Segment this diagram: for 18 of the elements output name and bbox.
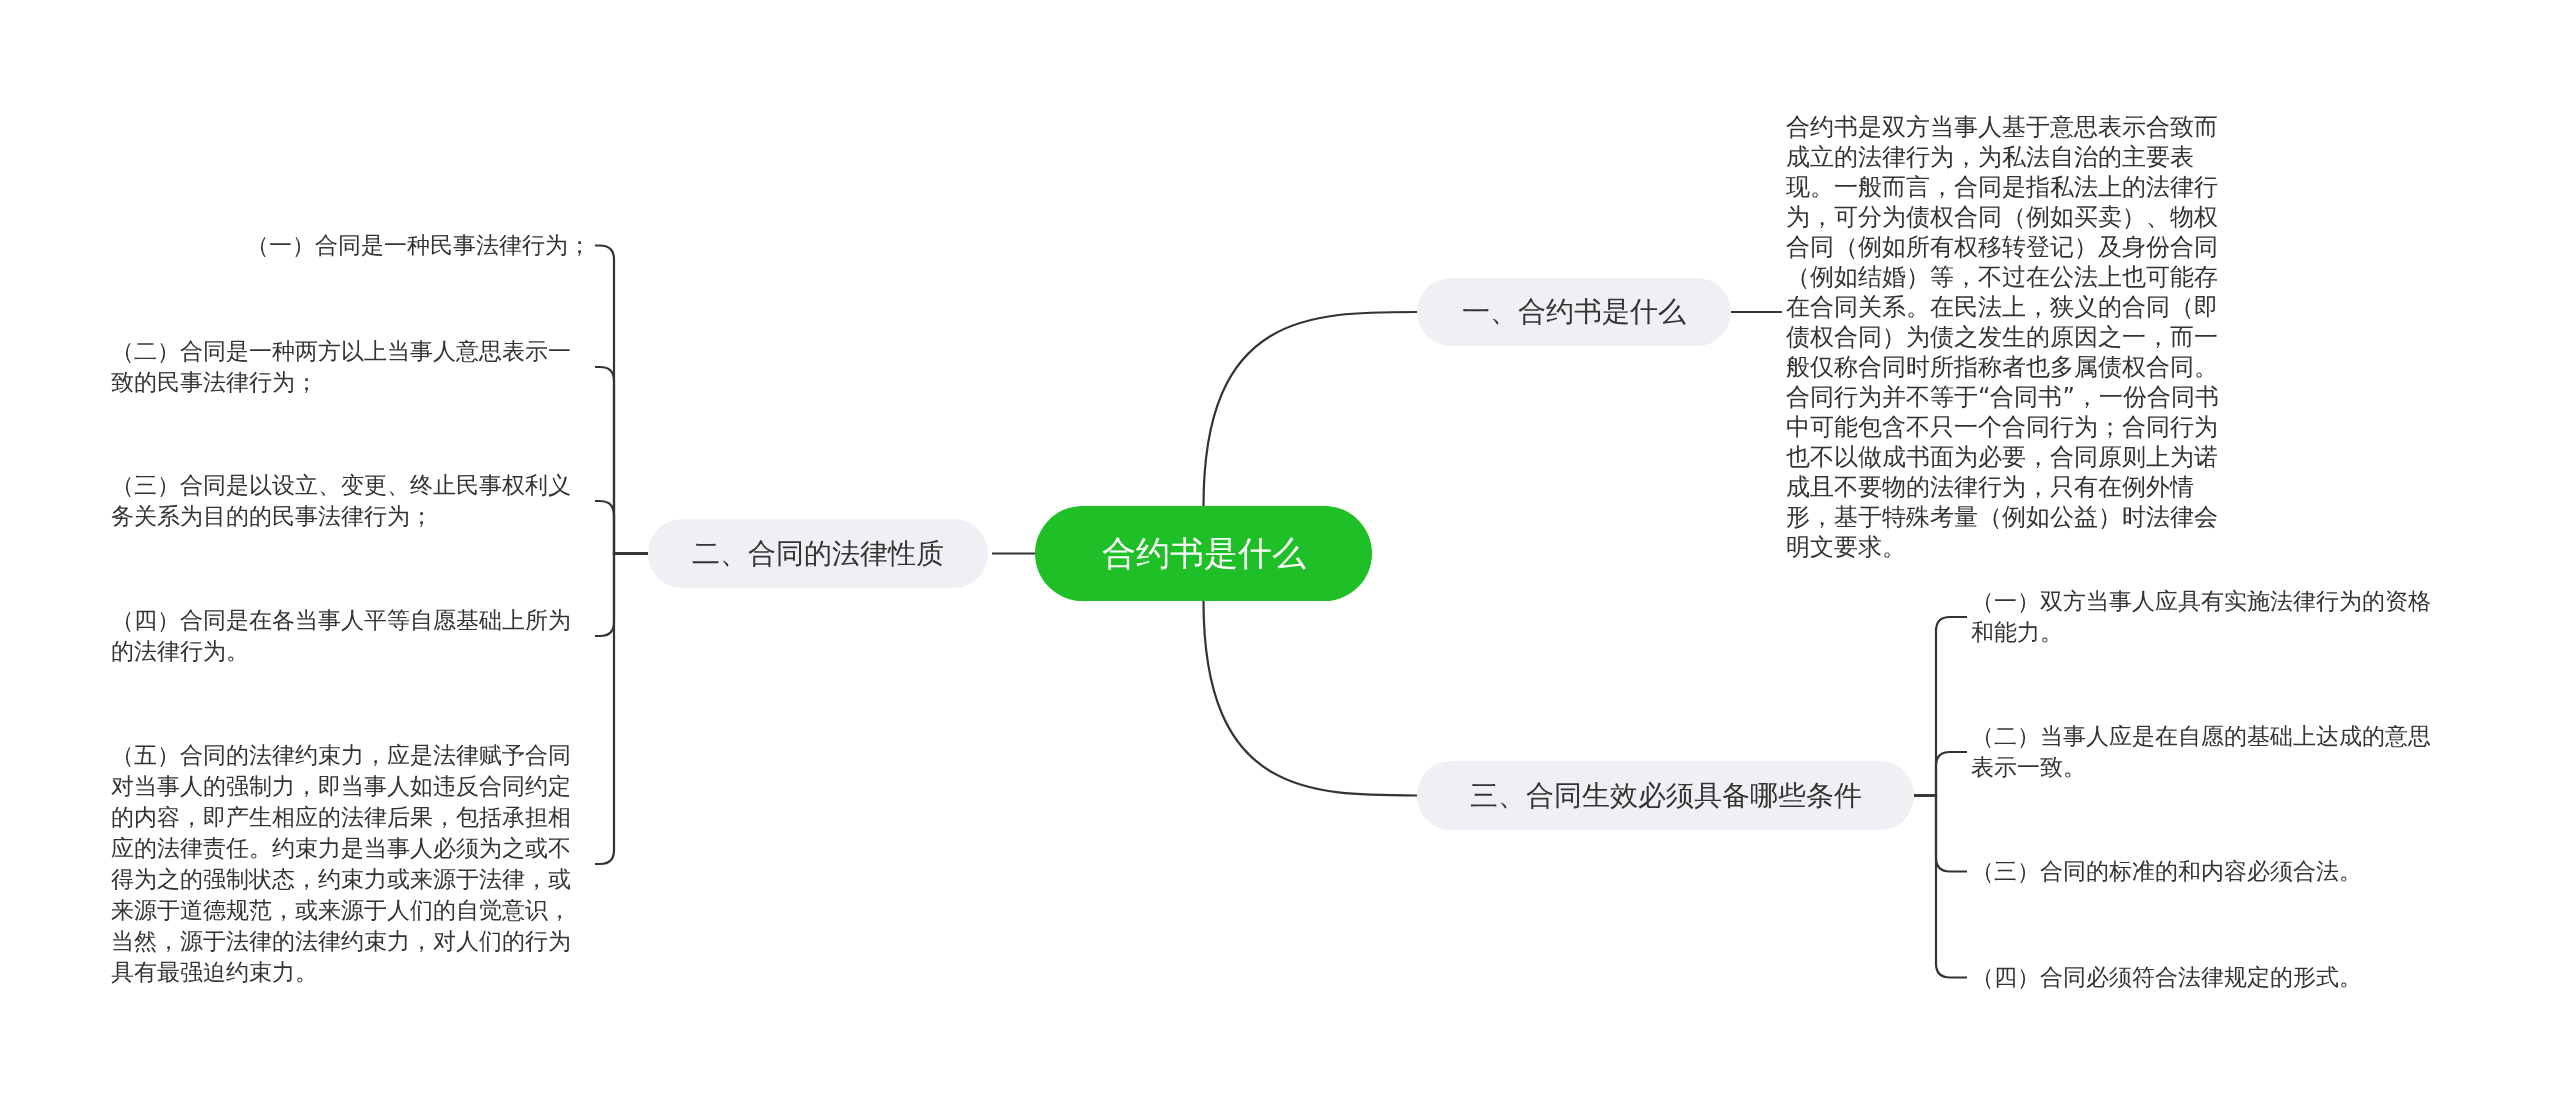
subtopic-text: （五）合同的法律约束力，应是法律赋予合同对当事人的强制力，即当事人如违反合同约定的内容，即产生相应的法律后果，包括承担相应的法律责任。约束力是当事人必须为之或不得为之的强制状态，约束力或来源于法律，或来源于道德规范，或来源于人们的自觉意识，当然，源于法律的法律约束力，对人们的行为具有最强迫约束力。 bbox=[111, 740, 591, 988]
subtopic-text: （二）当事人应是在自愿的基础上达成的意思表示一致。 bbox=[1971, 721, 2451, 783]
central-topic: 合约书是什么 bbox=[1035, 506, 1372, 601]
subtopic-text: （三）合同是以设立、变更、终止民事权利义务关系为目的的民事法律行为； bbox=[111, 470, 591, 532]
subtopic-text: （四）合同是在各当事人平等自愿基础上所为的法律行为。 bbox=[111, 605, 591, 667]
subtopic-text: （二）合同是一种两方以上当事人意思表示一致的民事法律行为； bbox=[111, 336, 591, 398]
connector-line bbox=[1202, 600, 1417, 797]
subtopic-text: （一）双方当事人应具有实施法律行为的资格和能力。 bbox=[1971, 586, 2451, 648]
branch-topic: 三、合同生效必须具备哪些条件 bbox=[1417, 761, 1914, 830]
connector-line bbox=[992, 552, 1035, 555]
subtopic-text: （一）合同是一种民事法律行为； bbox=[225, 230, 591, 261]
connector-line bbox=[1731, 310, 1782, 314]
branch-topic: 一、合约书是什么 bbox=[1417, 278, 1731, 346]
subtopic-text: （三）合同的标准的和内容必须合法。 bbox=[1971, 856, 2451, 887]
subtopic-text: （四）合同必须符合法律规定的形式。 bbox=[1971, 962, 2451, 993]
connector-line bbox=[1202, 310, 1417, 507]
subtopic-text: 合约书是双方当事人基于意思表示合致而成立的法律行为，为私法自治的主要表现。一般而言，合同是指私法上的法律行为，可分为债权合同（例如买卖）、物权合同（例如所有权移转登记）及身份合同（例如结婚）等，不过在公法上也可能存在合同关系。在民法上，狭义的合同（即债权合同）为债之发生的原因之一，而一般仅称合同时所指称者也多属债权合同。合同行为并不等于“合同书”，一份合同书中可能包含不只一个合同行为；合同行为也不以做成书面为必要，合同原则上为诺成且不要物的法律行为，只有在例外情形，基于特殊考量（例如公益）时法律会明文要求。 bbox=[1786, 112, 2238, 562]
branch-topic: 二、合同的法律性质 bbox=[648, 519, 988, 588]
